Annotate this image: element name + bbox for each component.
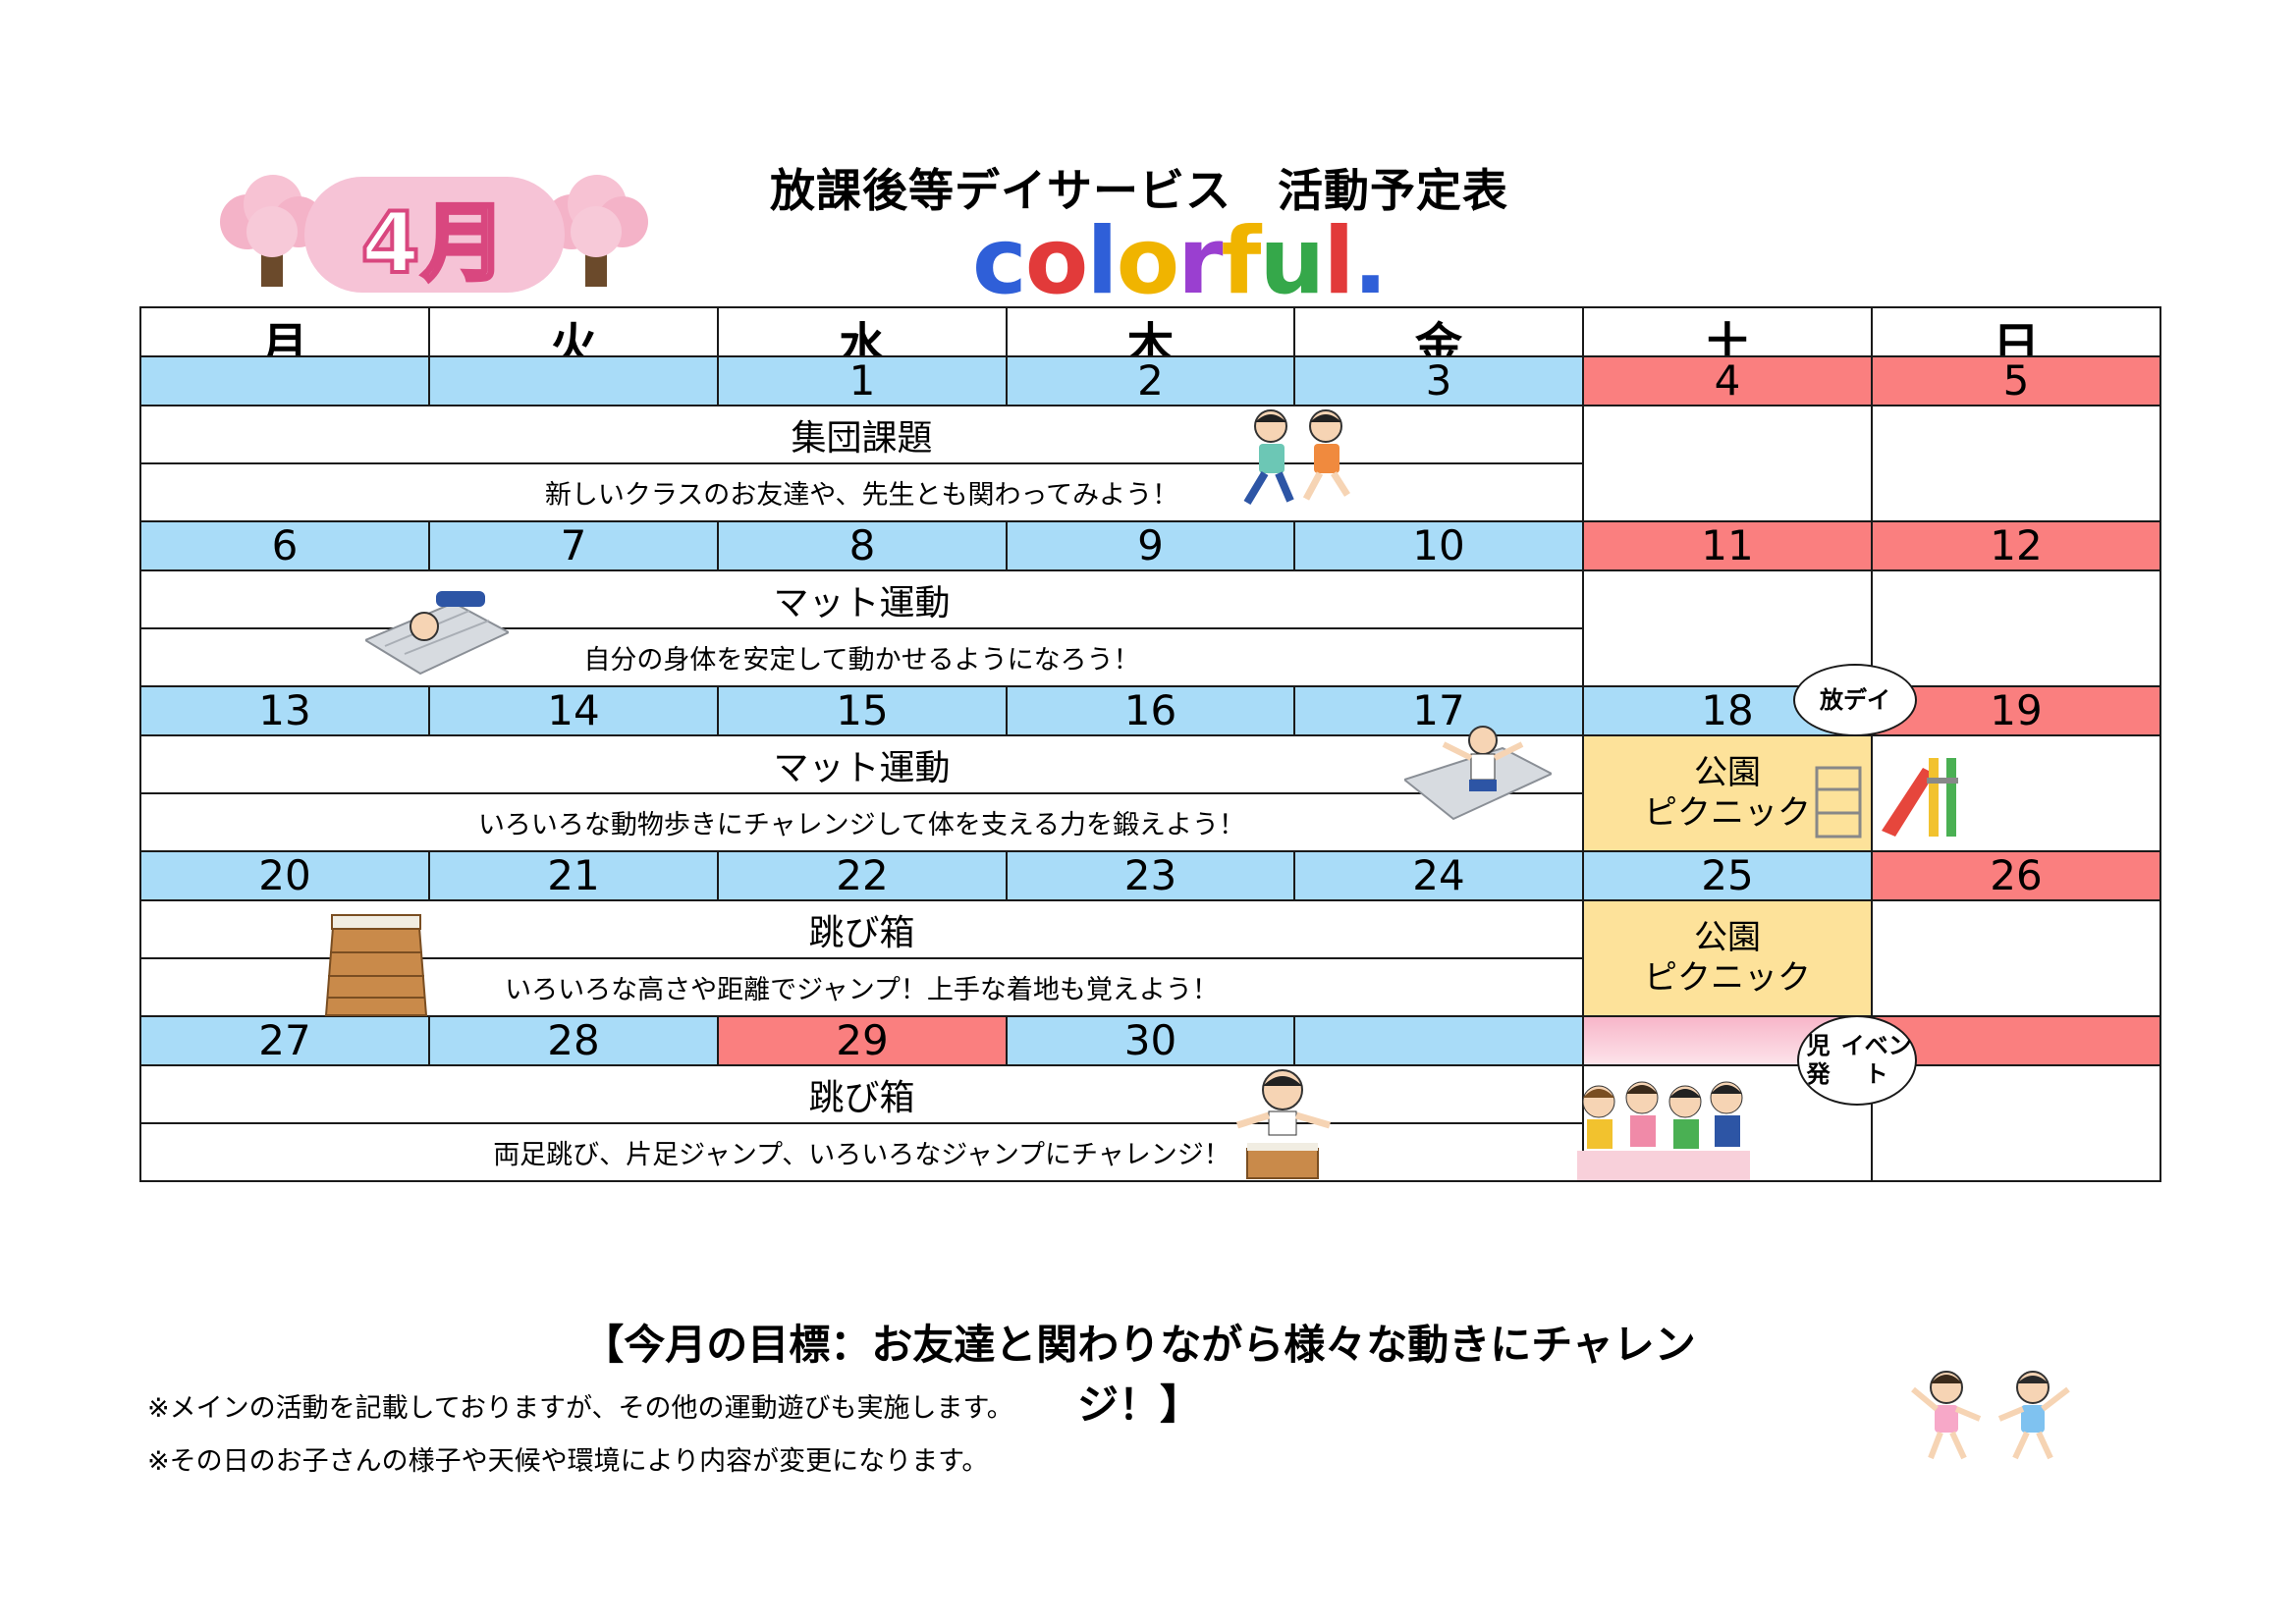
weekday-header: 金 (1293, 306, 1584, 357)
activity-description: 両足跳び、片足ジャンプ、いろいろなジャンプにチャレンジ！ (139, 1122, 1584, 1182)
date-cell: 9 (1006, 520, 1295, 571)
date-cell: 23 (1006, 850, 1295, 901)
date-cell (428, 355, 719, 406)
running-kids-icon (1243, 409, 1350, 506)
weekday-label: 木 (1126, 318, 1175, 357)
weekday-header: 土 (1582, 306, 1873, 357)
date-cell: 4 (1582, 355, 1873, 406)
activity-description: 自分の身体を安定して動かせるようになろう！ (139, 627, 1584, 687)
colorful-logo: colorful. (972, 208, 1389, 315)
month-label: 4月 (359, 192, 509, 295)
date-cell: 14 (428, 685, 719, 736)
weekday-label: 土 (1703, 318, 1751, 357)
event-label: 公園 (1694, 918, 1761, 958)
weekend-cell (1871, 899, 2161, 1017)
event-cell: 公園ピクニック (1582, 734, 1873, 852)
date-cell: 5 (1871, 355, 2161, 406)
monthly-goal: 【今月の目標：お友達と関わりながら様々な動きにチャレンジ！】 (582, 1321, 1696, 1429)
weekday-label: 金 (1414, 318, 1462, 357)
logo-letter: o (1116, 208, 1180, 315)
date-cell: 11 (1582, 520, 1873, 571)
weekend-cell (1871, 1064, 2161, 1182)
date-cell: 13 (139, 685, 430, 736)
weekend-cell (1582, 405, 1873, 522)
weekday-header: 日 (1871, 306, 2161, 357)
weekday-header: 火 (428, 306, 719, 357)
activity-title: 跳び箱 (139, 1064, 1584, 1124)
event-label: ピクニック (1644, 958, 1811, 998)
logo-letter: u (1259, 208, 1325, 315)
date-cell: 6 (139, 520, 430, 571)
date-cell: 24 (1293, 850, 1584, 901)
mat-exercise-icon (1404, 726, 1552, 821)
logo-letter: l (1086, 208, 1118, 315)
date-cell (1293, 1015, 1584, 1066)
event-label: 公園 (1694, 753, 1761, 793)
logo-letter: c (972, 208, 1027, 315)
weekday-label: 月 (260, 318, 308, 357)
weekday-header: 水 (717, 306, 1008, 357)
weekday-label: 日 (1992, 318, 2040, 357)
vaulting-box-icon (324, 914, 428, 1016)
date-cell: 15 (717, 685, 1008, 736)
event-cell: 公園ピクニック (1582, 899, 1873, 1017)
footer-note: ※その日のお子さんの様子や天候や環境により内容が変更になります。 (147, 1446, 989, 1477)
date-cell: 25 (1582, 850, 1873, 901)
date-cell: 22 (717, 850, 1008, 901)
speech-bubble: 児発イベント (1797, 1015, 1917, 1106)
date-cell: 30 (1006, 1015, 1295, 1066)
date-cell: 27 (139, 1015, 430, 1066)
activity-description: 新しいクラスのお友達や、先生とも関わってみよう！ (139, 462, 1584, 522)
jumping-kid-icon (1235, 1069, 1331, 1179)
weekend-cell (1871, 569, 2161, 687)
activity-title: マット運動 (139, 569, 1584, 629)
speech-bubble: 放デイ (1793, 664, 1917, 736)
date-cell: 26 (1871, 850, 2161, 901)
date-cell: 1 (717, 355, 1008, 406)
date-cell: 3 (1293, 355, 1584, 406)
event-label: ピクニック (1644, 793, 1811, 833)
activity-title: 集団課題 (139, 405, 1584, 464)
date-cell: 8 (717, 520, 1008, 571)
activity-description: いろいろな動物歩きにチャレンジして体を支える力を鍛えよう！ (139, 792, 1584, 852)
month-badge: 4月 (304, 177, 565, 295)
weekday-header: 木 (1006, 306, 1295, 357)
date-cell: 2 (1006, 355, 1295, 406)
weekday-label: 水 (838, 318, 886, 357)
date-cell: 10 (1293, 520, 1584, 571)
weekday-header: 月 (139, 306, 430, 357)
logo-letter: r (1177, 208, 1223, 315)
stretching-kids-icon (1911, 1371, 2070, 1460)
date-cell: 12 (1871, 520, 2161, 571)
mat-exercise-icon (365, 591, 509, 676)
logo-letter: o (1024, 208, 1089, 315)
weekend-cell (1871, 405, 2161, 522)
date-cell: 17 (1293, 685, 1584, 736)
date-cell: 7 (428, 520, 719, 571)
date-cell: 29 (717, 1015, 1008, 1066)
playground-icon (1815, 758, 1958, 839)
date-cell: 20 (139, 850, 430, 901)
logo-letter: f (1221, 208, 1262, 315)
date-cell (139, 355, 430, 406)
date-cell: 19 (1871, 685, 2161, 736)
weekday-label: 火 (549, 318, 597, 357)
footer-note: ※メインの活動を記載しておりますが、その他の運動遊びも実施します。 (147, 1393, 1013, 1424)
date-cell: 16 (1006, 685, 1295, 736)
page-title: 放課後等デイサービス 活動予定表 (770, 164, 1508, 217)
date-cell: 21 (428, 850, 719, 901)
date-cell: 28 (428, 1015, 719, 1066)
picnic-kids-icon (1577, 1081, 1750, 1180)
logo-letter: . (1352, 208, 1389, 315)
logo-letter: l (1323, 208, 1354, 315)
activity-title: マット運動 (139, 734, 1584, 794)
